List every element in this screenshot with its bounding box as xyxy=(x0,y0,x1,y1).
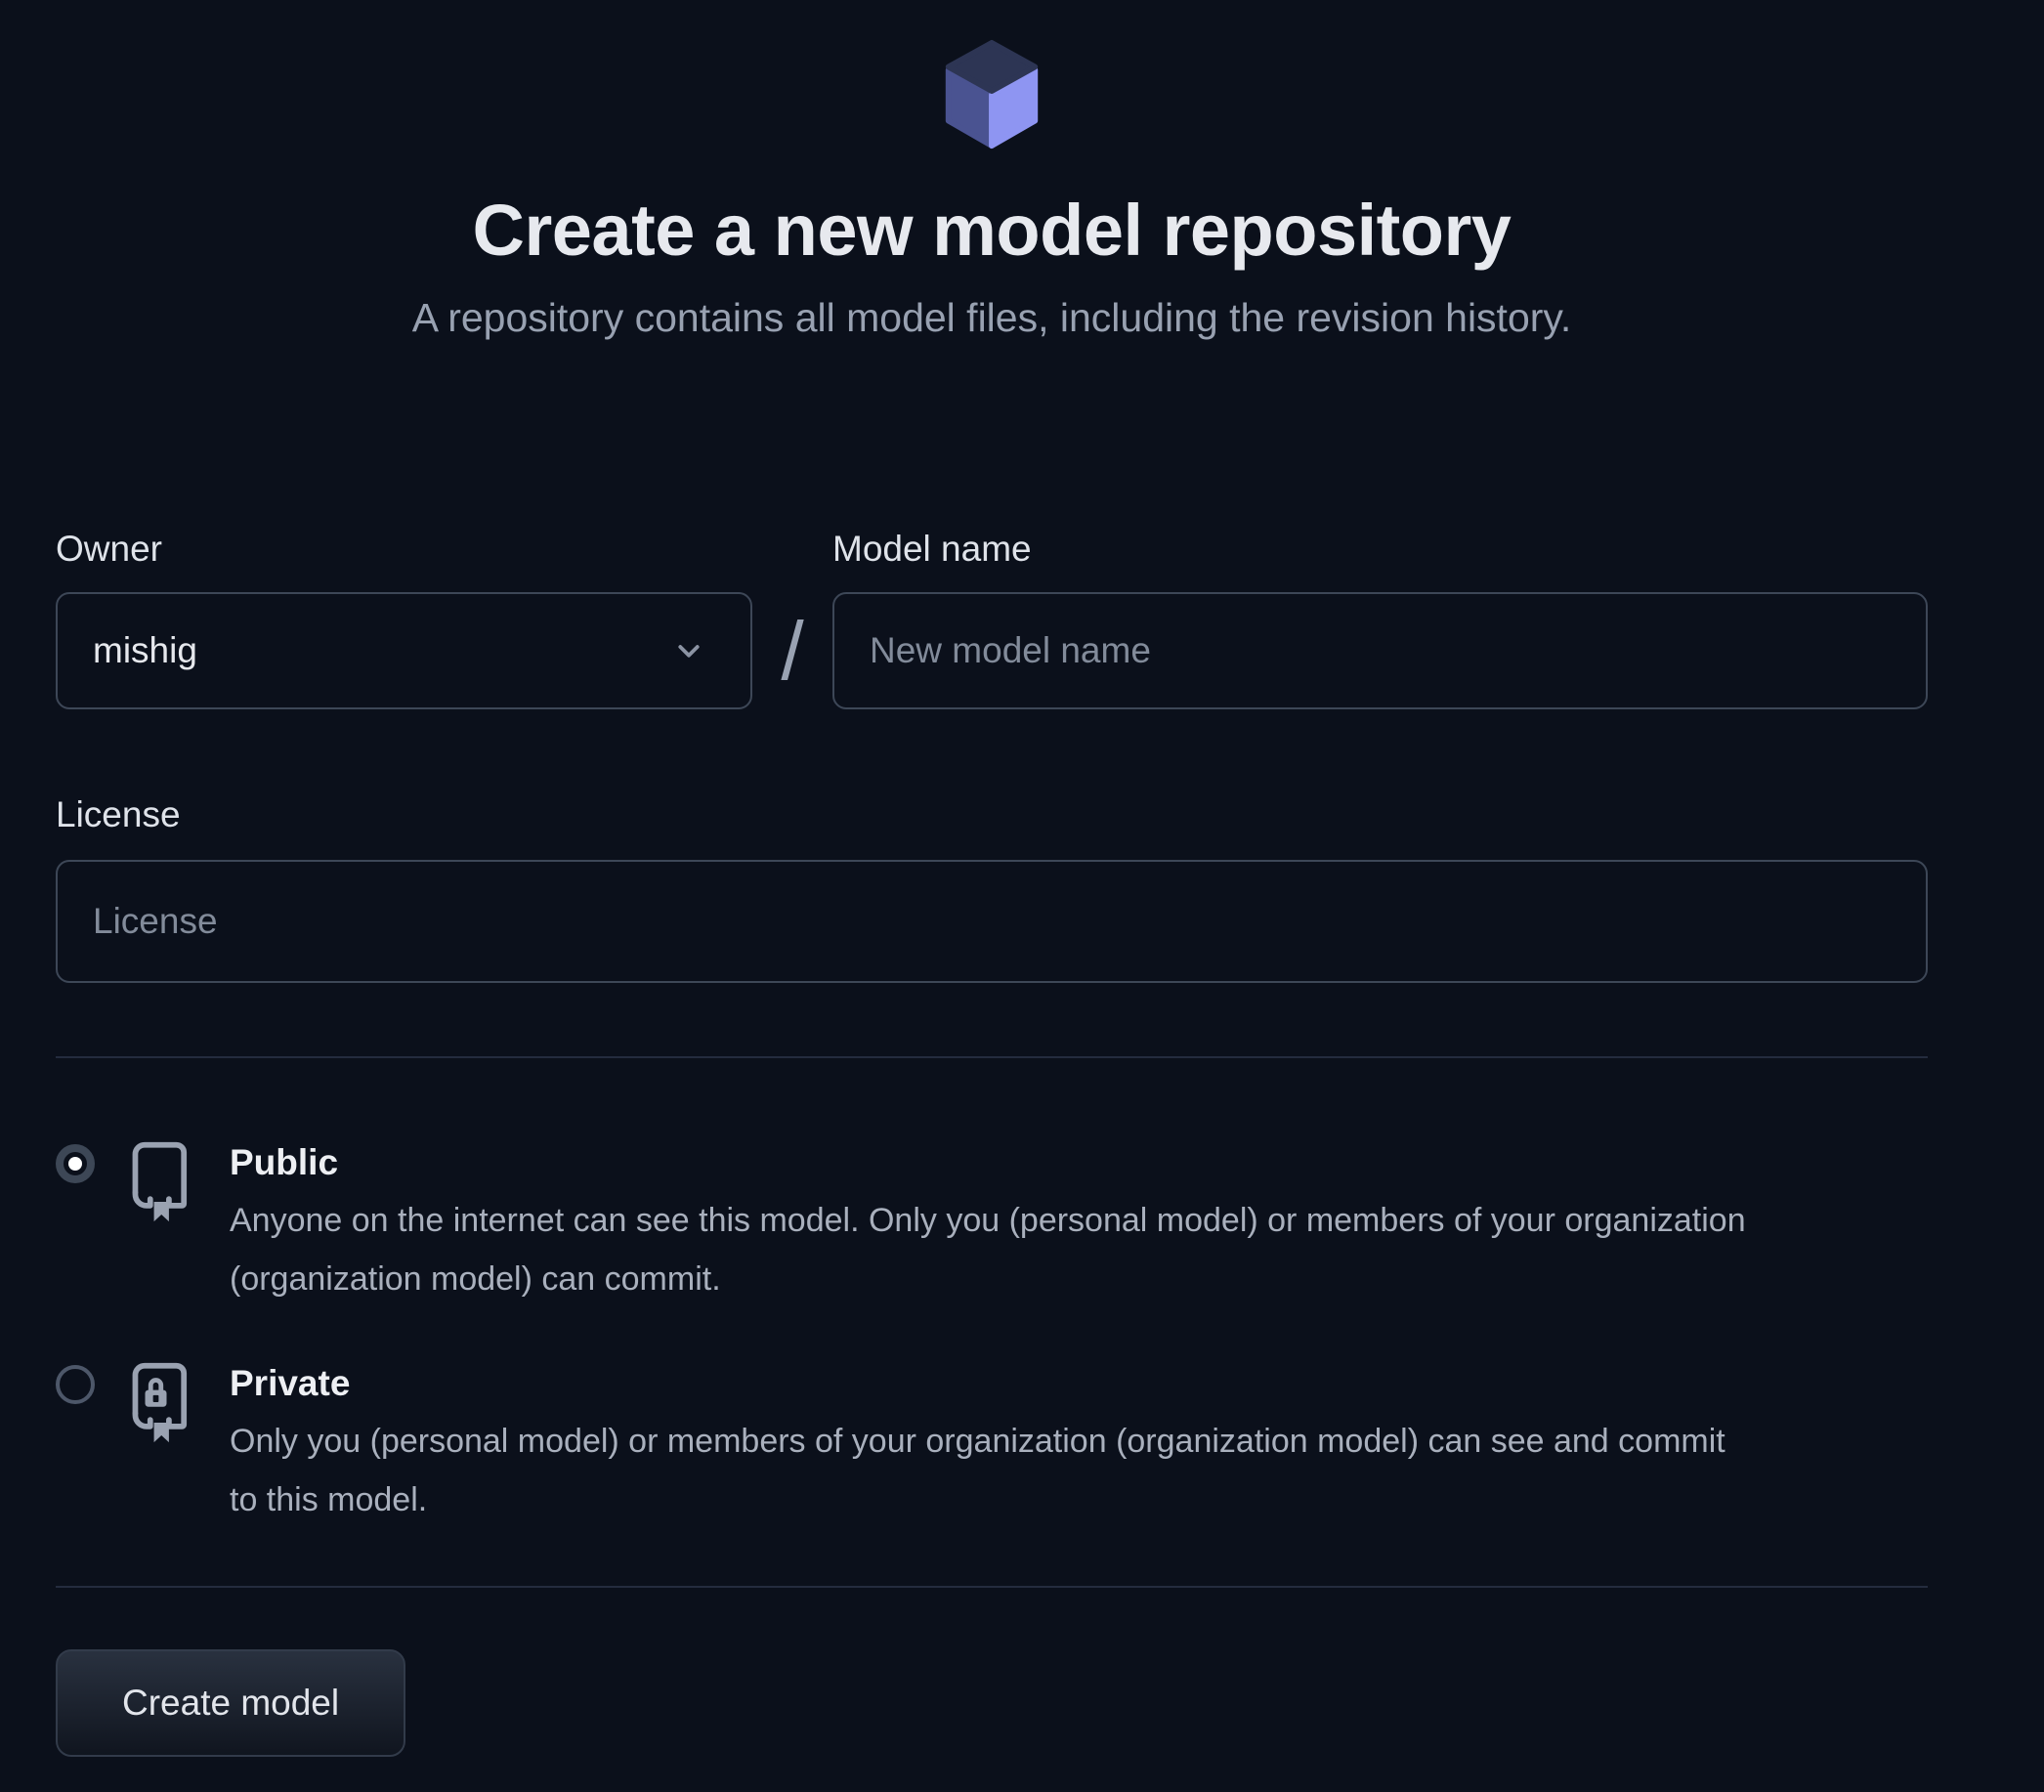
public-book-icon xyxy=(132,1141,188,1222)
owner-select-value: mishig xyxy=(93,630,197,670)
model-name-input[interactable] xyxy=(832,592,1928,709)
repo-path-separator: / xyxy=(781,605,804,697)
hero-section: Create a new model repository A reposito… xyxy=(56,37,1928,344)
radio-dot xyxy=(68,1157,82,1171)
divider-top xyxy=(56,1056,1928,1058)
public-option-description: Anyone on the internet can see this mode… xyxy=(230,1202,1746,1298)
create-model-button[interactable]: Create model xyxy=(56,1649,406,1757)
private-option-title: Private xyxy=(230,1363,351,1403)
owner-select[interactable]: mishig xyxy=(56,592,752,709)
license-input[interactable] xyxy=(56,860,1928,983)
license-label: License xyxy=(56,794,181,834)
public-radio[interactable] xyxy=(56,1144,95,1183)
private-option-description: Only you (personal model) or members of … xyxy=(230,1423,1725,1518)
model-repo-cube-icon xyxy=(945,39,1039,149)
divider-bottom xyxy=(56,1586,1928,1588)
private-option-text: Private Only you (personal model) or mem… xyxy=(230,1361,1754,1529)
page-title: Create a new model repository xyxy=(472,190,1512,271)
model-name-label: Model name xyxy=(832,529,1032,569)
public-option-title: Public xyxy=(230,1142,339,1182)
private-radio[interactable] xyxy=(56,1365,95,1404)
repo-name-row: Owner Model name mishig / xyxy=(56,528,1928,709)
chevron-down-icon xyxy=(678,645,700,658)
public-option-text: Public Anyone on the internet can see th… xyxy=(230,1140,1754,1308)
visibility-option-public[interactable]: Public Anyone on the internet can see th… xyxy=(56,1140,1928,1308)
owner-label: Owner xyxy=(56,529,162,569)
visibility-option-private[interactable]: Private Only you (personal model) or mem… xyxy=(56,1361,1928,1529)
private-book-lock-icon xyxy=(132,1362,188,1443)
page-subtitle: A repository contains all model files, i… xyxy=(411,295,1572,340)
